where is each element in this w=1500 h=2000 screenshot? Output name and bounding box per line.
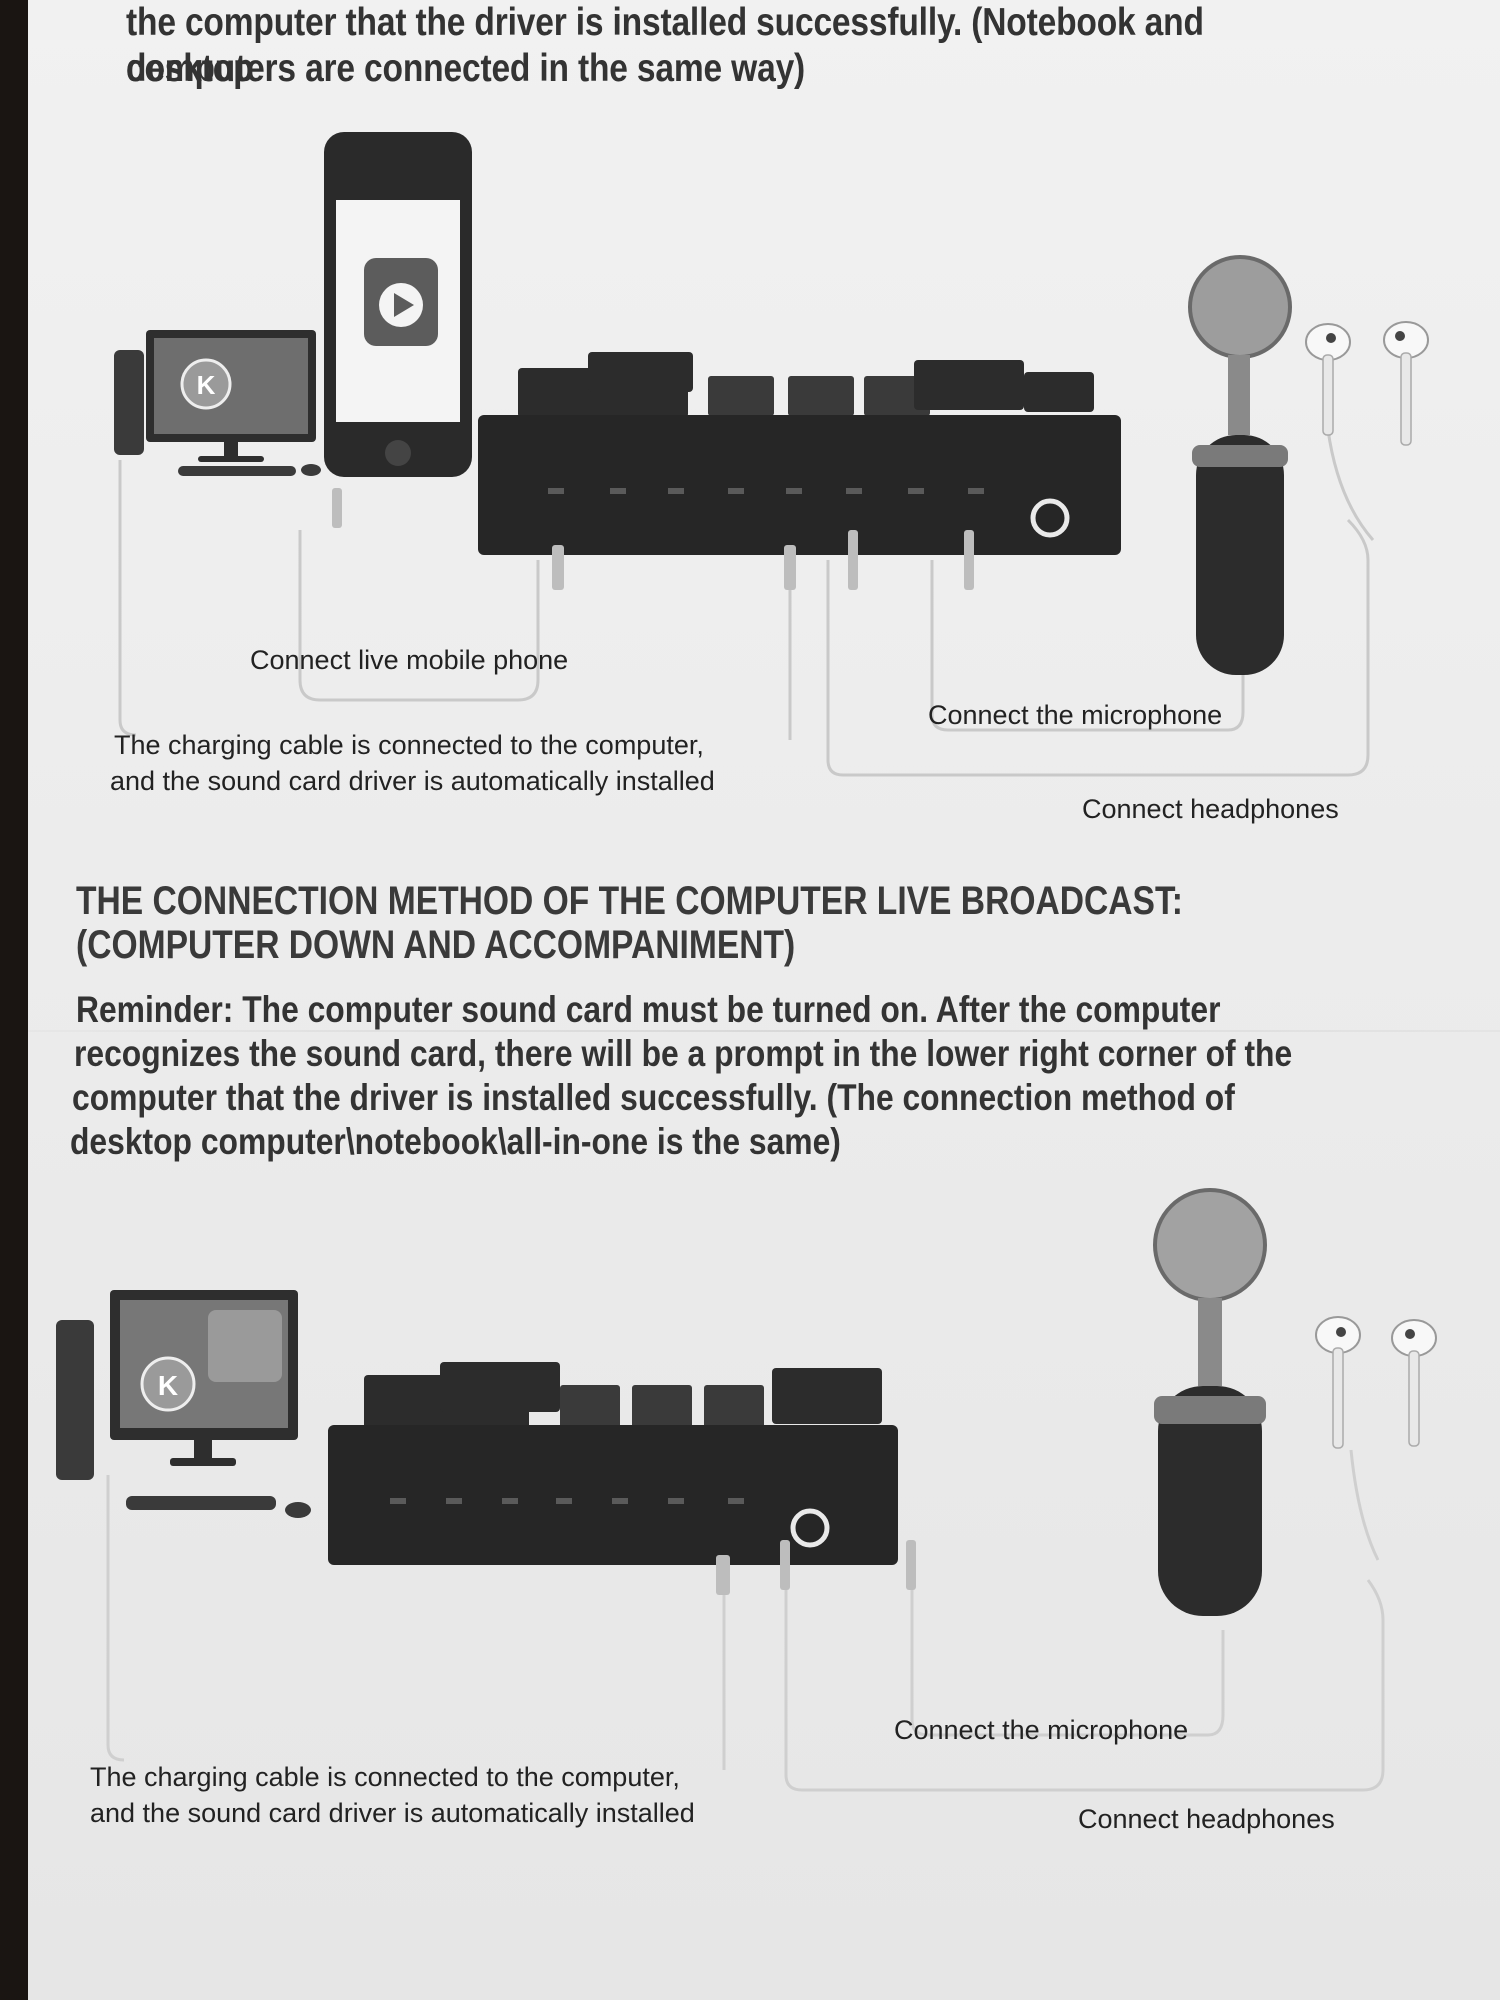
monitor-neck	[224, 442, 238, 456]
power-button-icon	[1030, 498, 1070, 538]
earbud-stem	[1332, 1347, 1344, 1449]
monitor-logo-letter: K	[158, 1370, 178, 1401]
caption-connect-headphones-2: Connect headphones	[1078, 1804, 1335, 1834]
knob-block	[588, 352, 693, 392]
microphone-1	[1188, 255, 1292, 675]
intro-line-1: the computer that the driver is installe…	[126, 1, 1204, 90]
pc-tower	[114, 350, 144, 455]
smartphone	[324, 132, 472, 528]
play-icon	[394, 293, 414, 317]
mic-head	[1188, 255, 1292, 359]
mic-neck	[1228, 355, 1250, 435]
caption-connect-microphone-2: Connect the microphone	[894, 1715, 1189, 1745]
slider-cap	[704, 1385, 764, 1430]
caption-charging-line-2-b: and the sound card driver is automatical…	[90, 1798, 695, 1828]
knob-block	[772, 1368, 882, 1424]
knob-block	[1024, 372, 1094, 412]
keyboard	[126, 1496, 276, 1510]
sound-card-body	[328, 1425, 898, 1565]
diagram-1-cables	[118, 429, 1375, 777]
mic-body	[1196, 435, 1284, 675]
knob-block	[440, 1362, 560, 1412]
power-button-icon	[790, 1508, 830, 1548]
earphones-2	[1315, 1316, 1437, 1449]
caption-charging-line-2: and the sound card driver is automatical…	[110, 766, 715, 796]
earphones-1	[1305, 321, 1429, 446]
slider-cap	[864, 376, 930, 416]
monitor-screen	[120, 1300, 288, 1428]
earbud-stem	[1400, 352, 1412, 446]
slider-cap	[560, 1385, 620, 1430]
slider-cap	[788, 376, 854, 416]
pc-tower	[56, 1320, 94, 1480]
sound-card-body	[478, 415, 1121, 555]
monitor-logo-letter: K	[197, 370, 216, 400]
phone-home-button	[385, 440, 411, 466]
cable-plug	[552, 545, 564, 590]
monitor-stand	[170, 1458, 236, 1466]
desktop-computer-2: K	[56, 1290, 311, 1518]
monitor-stand	[198, 456, 264, 462]
reminder-line-3: computer that the driver is installed su…	[72, 1077, 1235, 1118]
monitor-logo-icon	[180, 358, 232, 410]
earbud-left	[1315, 1316, 1361, 1354]
reminder-line-1: Reminder: The computer sound card must b…	[76, 989, 1221, 1030]
monitor-neck	[194, 1440, 212, 1458]
intro-line-2: computers are connected in the same way)	[126, 47, 806, 90]
manual-page: the computer that the driver is installe…	[28, 0, 1500, 2000]
knob-block	[914, 360, 1024, 410]
port-labels	[548, 488, 984, 494]
mic-head	[1153, 1188, 1267, 1302]
caption-charging-line-1: The charging cable is connected to the c…	[114, 730, 704, 760]
douyu-logo-icon	[208, 1310, 282, 1382]
keyboard	[178, 466, 296, 476]
reminder-line-4: desktop computer\notebook\all-in-one is …	[70, 1121, 841, 1162]
caption-charging-line-1-b: The charging cable is connected to the c…	[90, 1762, 680, 1792]
headphone-jack-plug	[964, 530, 974, 590]
mic-neck	[1198, 1298, 1222, 1386]
diagram-1-illustration: K	[114, 132, 1429, 777]
mic-ring	[1154, 1396, 1266, 1424]
headphone-jack-plug	[906, 1540, 916, 1590]
diagram-2-cables	[106, 1449, 1385, 1792]
mic-ring	[1192, 445, 1288, 467]
caption-connect-phone: Connect live mobile phone	[250, 645, 569, 675]
cable-plug	[784, 545, 796, 590]
mouse	[301, 464, 321, 476]
slider-cap	[708, 376, 774, 416]
knob-block	[364, 1375, 529, 1430]
reminder-line-2: recognizes the sound card, there will be…	[74, 1033, 1293, 1074]
earbud-stem	[1322, 354, 1334, 436]
paper-fold	[28, 1030, 1500, 1032]
slider-cap	[632, 1385, 692, 1430]
monitor-frame	[110, 1290, 298, 1440]
section-heading-line-1: THE CONNECTION METHOD OF THE COMPUTER LI…	[76, 879, 1183, 923]
microphone-jack-plug	[780, 1540, 790, 1590]
monitor-logo-icon	[140, 1356, 196, 1412]
mouse	[285, 1502, 311, 1518]
mic-body	[1158, 1386, 1262, 1616]
sound-card-1	[478, 352, 1121, 590]
phone-jack-plug	[332, 488, 342, 528]
sound-card-2	[328, 1362, 916, 1595]
cable-plug	[716, 1555, 730, 1595]
microphone-jack-plug	[848, 530, 858, 590]
section-heading-line-2: (COMPUTER DOWN AND ACCOMPANIMENT)	[76, 923, 796, 967]
caption-connect-headphones-1: Connect headphones	[1082, 794, 1339, 824]
port-labels	[390, 1498, 744, 1504]
microphone-2	[1153, 1188, 1267, 1616]
earbud-stem	[1408, 1350, 1420, 1447]
earbud-right	[1391, 1319, 1437, 1357]
caption-connect-microphone-1: Connect the microphone	[928, 700, 1223, 730]
desktop-computer-1: K	[114, 330, 321, 476]
